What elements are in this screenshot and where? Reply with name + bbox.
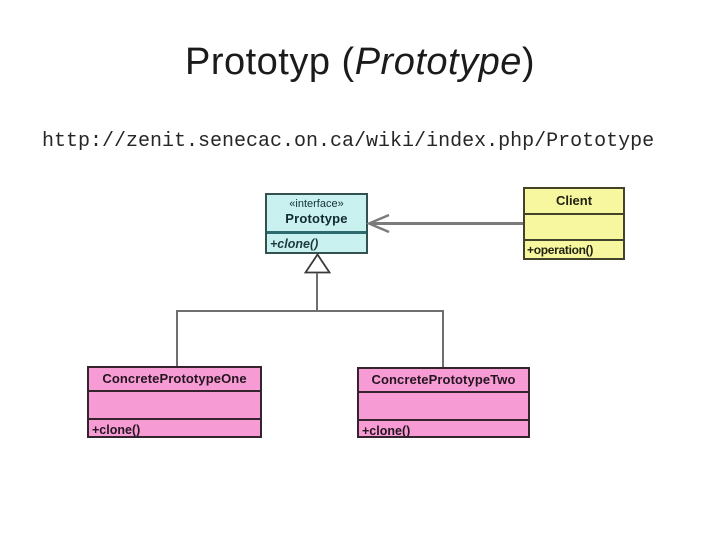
concrete-two-attributes-compartment — [359, 391, 528, 419]
class-box-concrete-prototype-two: ConcretePrototypeTwo +clone() — [357, 367, 530, 438]
association-line-client-to-prototype — [372, 222, 523, 225]
client-class-name: Client — [555, 193, 593, 208]
inheritance-horizontal-line — [176, 310, 444, 312]
class-box-concrete-prototype-one: ConcretePrototypeOne +clone() — [87, 366, 262, 438]
concrete-two-method-label: +clone() — [359, 419, 528, 436]
slide-title-emphasis: Prototype — [354, 41, 522, 83]
inheritance-stem-line — [316, 273, 318, 311]
inheritance-drop-line-right — [442, 310, 444, 367]
class-box-client: Client +operation() — [523, 187, 625, 260]
concrete-one-class-name: ConcretePrototypeOne — [102, 371, 247, 386]
source-url-link[interactable]: http://zenit.senecac.on.ca/wiki/index.ph… — [42, 130, 655, 153]
concrete-one-attributes-compartment — [89, 390, 260, 418]
client-attributes-compartment — [525, 213, 623, 239]
open-arrowhead-icon — [366, 213, 390, 234]
slide-title-suffix: ) — [521, 41, 536, 83]
prototype-class-name: Prototype — [285, 211, 348, 226]
interface-stereotype-label: «interface» — [289, 198, 344, 210]
prototype-name-compartment: «interface» Prototype — [267, 195, 366, 231]
concrete-two-class-name: ConcretePrototypeTwo — [371, 372, 516, 387]
slide-title: Prototyp (Prototype) — [0, 36, 720, 88]
concrete-one-method-label: +clone() — [89, 418, 260, 436]
generalization-triangle-icon — [304, 253, 331, 274]
inheritance-drop-line-left — [176, 310, 178, 366]
client-method-label: +operation() — [525, 239, 623, 258]
class-box-prototype-interface: «interface» Prototype +clone() — [265, 193, 368, 254]
prototype-method-label: +clone() — [267, 231, 366, 252]
slide-title-prefix: Prototyp ( — [184, 41, 355, 83]
